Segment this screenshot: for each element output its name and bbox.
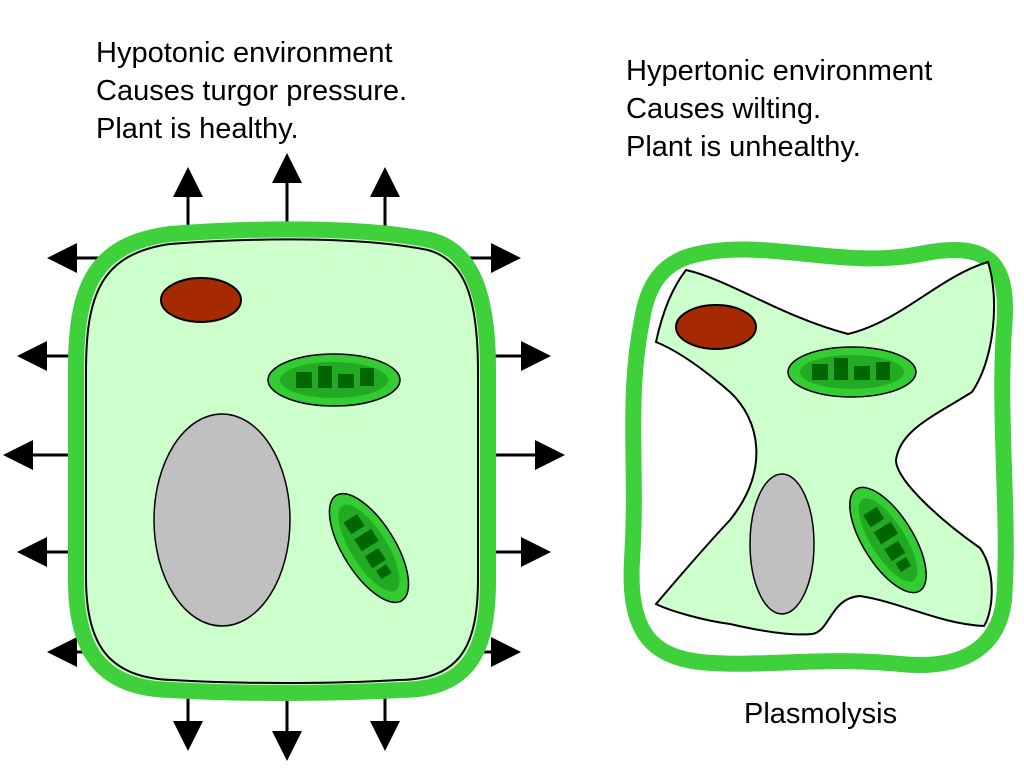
hypertonic-effect: Causes wilting. xyxy=(626,93,822,125)
chloroplast xyxy=(849,486,927,594)
hypertonic-caption: Hypertonic environment Causes wilting. P… xyxy=(626,52,932,166)
hypotonic-status: Plant is healthy. xyxy=(96,113,299,145)
hypotonic-title: Hypotonic environment xyxy=(96,37,393,69)
plasmolysis-label: Plasmolysis xyxy=(744,698,898,730)
hypertonic-title: Hypertonic environment xyxy=(626,55,933,87)
chloroplast xyxy=(328,492,410,604)
hypertonic-status: Plant is unhealthy. xyxy=(626,131,861,163)
plasmolysed-cell xyxy=(623,241,1014,673)
chloroplast xyxy=(787,346,917,398)
nucleus xyxy=(160,277,242,323)
vacuole xyxy=(153,413,291,627)
hypotonic-caption: Hypotonic environment Causes turgor pres… xyxy=(96,34,407,148)
cell-membrane xyxy=(85,238,479,684)
turgid-cell xyxy=(2,153,565,761)
nucleus xyxy=(675,304,757,350)
cell-wall xyxy=(68,221,496,701)
vacuole xyxy=(749,473,815,615)
hypotonic-effect: Causes turgor pressure. xyxy=(96,75,408,107)
chloroplast xyxy=(267,353,401,407)
